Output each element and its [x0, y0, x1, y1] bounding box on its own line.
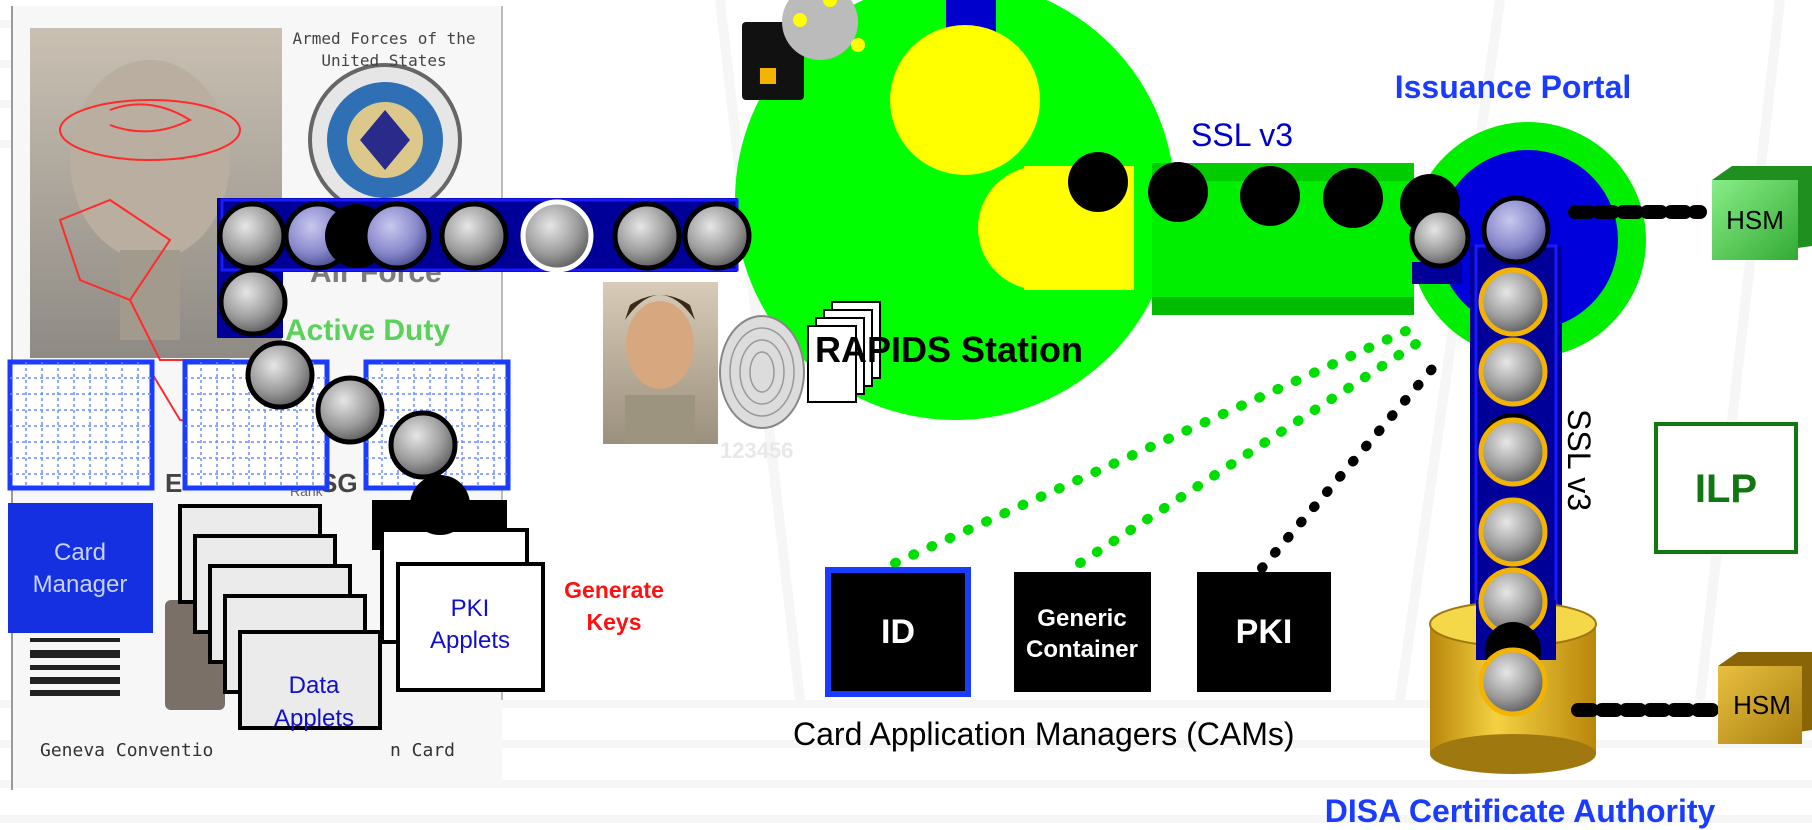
data-applets-line1: Data: [289, 672, 340, 699]
cam-generic-line1: Generic: [1037, 605, 1126, 632]
pki-applets-line2: Applets: [430, 627, 510, 654]
cam-id-label: ID: [881, 613, 915, 651]
card-manager-line1: Card: [54, 539, 106, 566]
data-applets-line2: Applets: [274, 705, 354, 732]
card-header-line1: Armed Forces of the: [292, 29, 475, 48]
pki-applets-line1: PKI: [451, 595, 490, 622]
generate-keys-line1: Generate: [564, 577, 664, 603]
coins: [217, 152, 1551, 717]
card-status: Active Duty: [285, 314, 450, 347]
rapids-station-label: RAPIDS Station: [815, 329, 1083, 370]
hsm-top: HSM: [1712, 166, 1812, 260]
card-footer-left: Geneva Conventio: [40, 740, 213, 761]
subject-photo: [603, 282, 718, 444]
coins-vertical: [1478, 267, 1548, 717]
coins-left-row: [217, 199, 752, 535]
cam-pki: PKI: [1197, 572, 1331, 692]
coins-black-tube: [1068, 152, 1551, 269]
issuance-portal-label: Issuance Portal: [1395, 69, 1632, 105]
hsm-bottom-label: HSM: [1733, 690, 1791, 720]
ssl-top-label: SSL v3: [1191, 117, 1293, 153]
card-pay-fragment: E: [165, 468, 182, 498]
seal-icon: [308, 63, 462, 217]
cam-pki-label: PKI: [1236, 613, 1293, 651]
card-id-number: 123456: [720, 438, 793, 463]
ilp-box: ILP: [1654, 422, 1798, 554]
pki-applets-stack: [380, 528, 545, 692]
disa-ca-label: DISA Certificate Authority: [1325, 793, 1716, 829]
ilp-label: ILP: [1695, 467, 1757, 511]
cams-caption: Card Application Managers (CAMs): [793, 716, 1295, 752]
cam-generic-line2: Container: [1026, 636, 1138, 663]
card-manager-line2: Manager: [33, 571, 128, 598]
chip-grid-1: [7, 359, 155, 491]
ssl-vertical-label: SSL v3: [1561, 409, 1597, 511]
card-reader-icon: [742, 0, 865, 100]
fingerprint-icon: [719, 315, 805, 429]
cam-id: ID: [825, 567, 971, 697]
document-stack-icon: [807, 301, 881, 403]
data-applets-stack: [178, 504, 382, 730]
cam-generic-container: Generic Container: [1014, 572, 1151, 692]
card-footer-right: n Card: [390, 740, 455, 761]
hsm-bottom: HSM: [1718, 652, 1812, 744]
generate-keys-line2: Keys: [587, 609, 642, 635]
connections: [890, 205, 1723, 717]
card-manager-box: Card Manager: [8, 503, 153, 633]
card-header-line2: United States: [321, 51, 446, 70]
hsm-top-label: HSM: [1726, 205, 1784, 235]
